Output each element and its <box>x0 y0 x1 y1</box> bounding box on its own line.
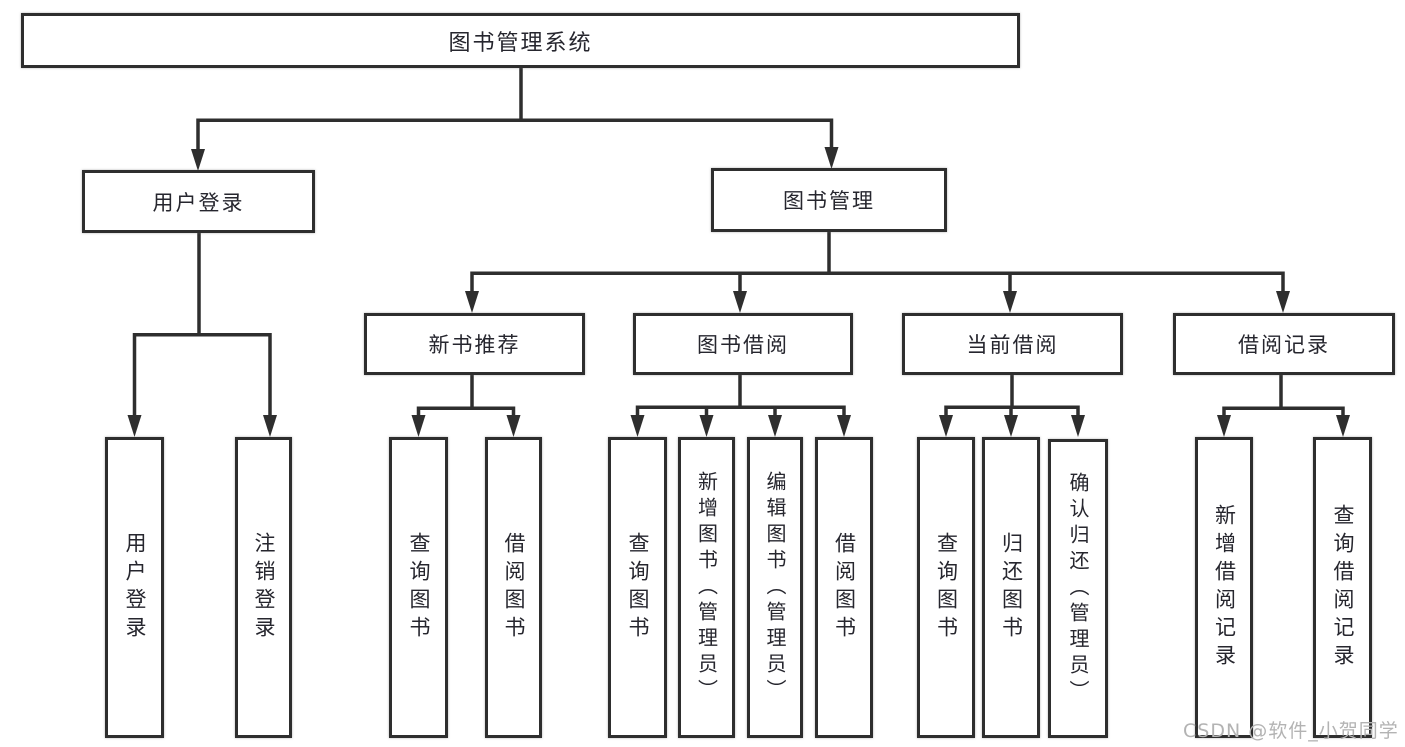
node-leaf-borrow-books-1-label: 借阅图书 <box>502 531 526 644</box>
node-leaf-query-books-2-label: 查询图书 <box>626 531 650 644</box>
node-user-login: 用户登录 <box>82 170 315 233</box>
node-leaf-confirm-return-admin: 确认归还（管理员） <box>1048 439 1108 738</box>
node-root-label: 图书管理系统 <box>448 30 593 56</box>
node-user-login-label: 用户登录 <box>152 190 245 215</box>
node-leaf-add-book-admin: 新增图书（管理员） <box>678 437 735 738</box>
node-root: 图书管理系统 <box>21 13 1020 68</box>
node-borrowing-records-label: 借阅记录 <box>1238 333 1330 357</box>
node-leaf-query-books-1-label: 查询图书 <box>407 531 431 644</box>
node-leaf-query-books-3-label: 查询图书 <box>934 531 959 644</box>
node-new-book-recommend-label: 新书推荐 <box>428 333 521 357</box>
node-leaf-query-books-3: 查询图书 <box>917 437 975 738</box>
node-leaf-borrow-books-2-label: 借阅图书 <box>832 531 857 644</box>
node-leaf-edit-book-admin: 编辑图书（管理员） <box>747 437 803 738</box>
arrowheads <box>127 147 1350 437</box>
node-book-management: 图书管理 <box>711 168 947 232</box>
node-new-book-recommend: 新书推荐 <box>364 313 585 375</box>
node-leaf-user-login: 用户登录 <box>105 437 164 738</box>
node-leaf-borrow-books-1: 借阅图书 <box>485 437 542 738</box>
node-leaf-borrow-books-2: 借阅图书 <box>815 437 873 738</box>
node-leaf-logout-label: 注销登录 <box>252 531 276 644</box>
node-leaf-query-borrow-record: 查询借阅记录 <box>1313 437 1372 738</box>
node-current-borrowing: 当前借阅 <box>902 313 1123 375</box>
node-current-borrowing-label: 当前借阅 <box>966 333 1059 357</box>
node-leaf-query-borrow-record-label: 查询借阅记录 <box>1331 503 1355 672</box>
node-leaf-confirm-return-admin-label: 确认归还（管理员） <box>1066 471 1090 706</box>
node-leaf-add-borrow-record-label: 新增借阅记录 <box>1212 503 1237 672</box>
node-leaf-query-books-2: 查询图书 <box>608 437 667 738</box>
csdn-watermark: CSDN @软件_小贺同学 <box>1183 720 1399 742</box>
node-book-borrowing: 图书借阅 <box>633 313 853 375</box>
node-leaf-user-login-label: 用户登录 <box>123 531 147 644</box>
node-book-borrowing-label: 图书借阅 <box>697 333 789 357</box>
node-leaf-add-book-admin-label: 新增图书（管理员） <box>694 470 719 705</box>
node-leaf-add-borrow-record: 新增借阅记录 <box>1195 437 1253 738</box>
node-book-management-label: 图书管理 <box>783 189 875 213</box>
node-borrowing-records: 借阅记录 <box>1173 313 1395 375</box>
node-leaf-query-books-1: 查询图书 <box>389 437 448 738</box>
node-leaf-edit-book-admin-label: 编辑图书（管理员） <box>763 470 787 705</box>
node-leaf-logout: 注销登录 <box>235 437 292 738</box>
node-leaf-return-books-label: 归还图书 <box>999 531 1024 644</box>
node-leaf-return-books: 归还图书 <box>982 437 1040 738</box>
